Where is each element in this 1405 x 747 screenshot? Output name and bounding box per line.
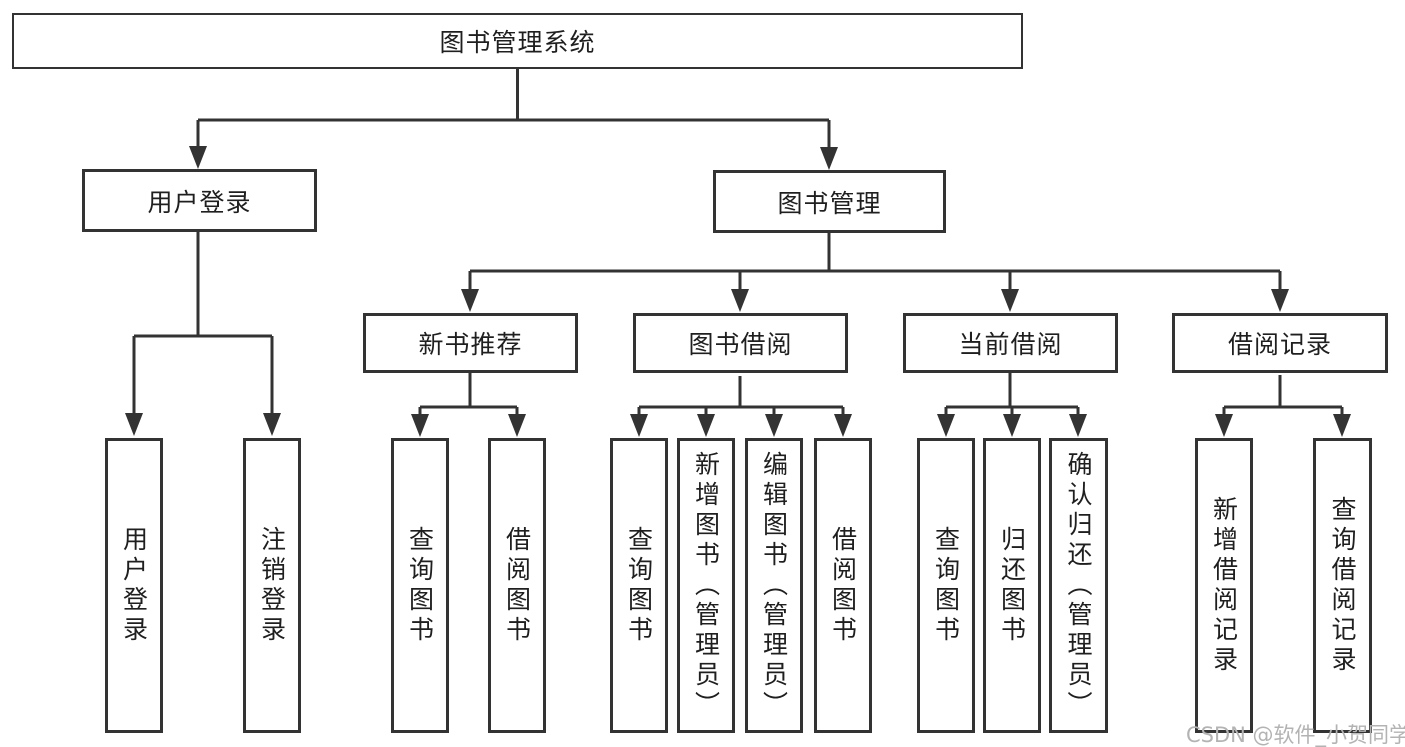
node-book-management-label: 图书管理: [777, 188, 882, 218]
arrowhead: [1003, 414, 1021, 437]
arrowhead: [1215, 414, 1233, 437]
connector-borrow-records-branch: [1222, 375, 1344, 416]
node-new-book-recommend: 新书推荐: [363, 313, 578, 373]
node-root-label: 图书管理系统: [439, 28, 596, 57]
arrowhead: [461, 289, 479, 312]
node-current-borrow-label: 当前借阅: [958, 330, 1063, 359]
node-new-book-recommend-label: 新书推荐: [418, 330, 523, 359]
node-user-login: 用户登录: [82, 169, 317, 232]
arrowhead: [263, 413, 281, 436]
node-book-borrow: 图书借阅: [633, 313, 848, 373]
leaf-query-books-current-label: 查询图书: [931, 525, 961, 646]
connector-user-login-branch: [132, 232, 274, 415]
leaf-add-book-admin: 新增图书（管理员）: [677, 438, 735, 733]
arrowhead: [1333, 414, 1351, 437]
leaf-edit-book-admin: 编辑图书（管理员）: [745, 438, 803, 733]
leaf-borrow-books-recommend-label: 借阅图书: [502, 525, 532, 646]
watermark: CSDN @软件_小贺同学: [1186, 723, 1405, 747]
arrowhead: [630, 414, 648, 437]
leaf-query-books-borrow: 查询图书: [610, 438, 668, 733]
node-user-login-label: 用户登录: [147, 187, 252, 217]
leaf-return-books: 归还图书: [983, 438, 1041, 733]
leaf-add-book-admin-label: 新增图书（管理员）: [691, 450, 721, 721]
arrowhead: [1271, 289, 1289, 312]
connector-book-borrow-branch: [637, 376, 845, 416]
arrowhead: [125, 413, 143, 436]
leaf-user-login-label: 用户登录: [119, 525, 149, 646]
leaf-borrow-books-recommend: 借阅图书: [488, 438, 546, 733]
connector-current-borrow-branch: [944, 373, 1080, 416]
node-book-management: 图书管理: [713, 170, 946, 233]
leaf-confirm-return-admin-label: 确认归还（管理员）: [1064, 450, 1093, 721]
leaf-user-login: 用户登录: [105, 438, 163, 733]
arrowhead: [731, 289, 749, 312]
arrowhead: [765, 414, 783, 437]
node-root: 图书管理系统: [12, 13, 1023, 69]
arrowhead: [1069, 414, 1087, 437]
connector-book-mgmt-branch: [468, 233, 1282, 292]
arrowhead: [697, 414, 715, 437]
arrowhead: [1001, 289, 1019, 312]
arrowhead: [411, 414, 429, 437]
leaf-add-borrow-record-label: 新增借阅记录: [1209, 495, 1239, 676]
arrowhead: [820, 147, 838, 170]
leaf-return-books-label: 归还图书: [997, 525, 1027, 646]
arrowhead: [937, 414, 955, 437]
arrowhead: [508, 414, 526, 437]
leaf-query-books-current: 查询图书: [917, 438, 975, 733]
leaf-borrow-books-label: 借阅图书: [828, 525, 858, 646]
leaf-logout-label: 注销登录: [257, 525, 287, 646]
node-current-borrow: 当前借阅: [903, 313, 1118, 373]
leaf-logout: 注销登录: [243, 438, 301, 733]
leaf-query-borrow-record: 查询借阅记录: [1313, 438, 1372, 733]
connector-root-branch: [196, 69, 831, 150]
node-book-borrow-label: 图书借阅: [688, 330, 793, 359]
arrowhead: [834, 414, 852, 437]
leaf-add-borrow-record: 新增借阅记录: [1195, 438, 1253, 733]
leaf-query-books-recommend-label: 查询图书: [405, 525, 435, 646]
connector-new-book-branch: [418, 373, 519, 416]
node-borrow-records-label: 借阅记录: [1227, 330, 1332, 359]
leaf-query-borrow-record-label: 查询借阅记录: [1328, 495, 1357, 676]
node-borrow-records: 借阅记录: [1172, 313, 1388, 373]
leaf-edit-book-admin-label: 编辑图书（管理员）: [759, 450, 789, 721]
leaf-query-books-borrow-label: 查询图书: [624, 525, 654, 646]
arrowhead: [189, 146, 207, 169]
leaf-query-books-recommend: 查询图书: [391, 438, 449, 733]
leaf-confirm-return-admin: 确认归还（管理员）: [1049, 438, 1108, 733]
leaf-borrow-books: 借阅图书: [814, 438, 872, 733]
